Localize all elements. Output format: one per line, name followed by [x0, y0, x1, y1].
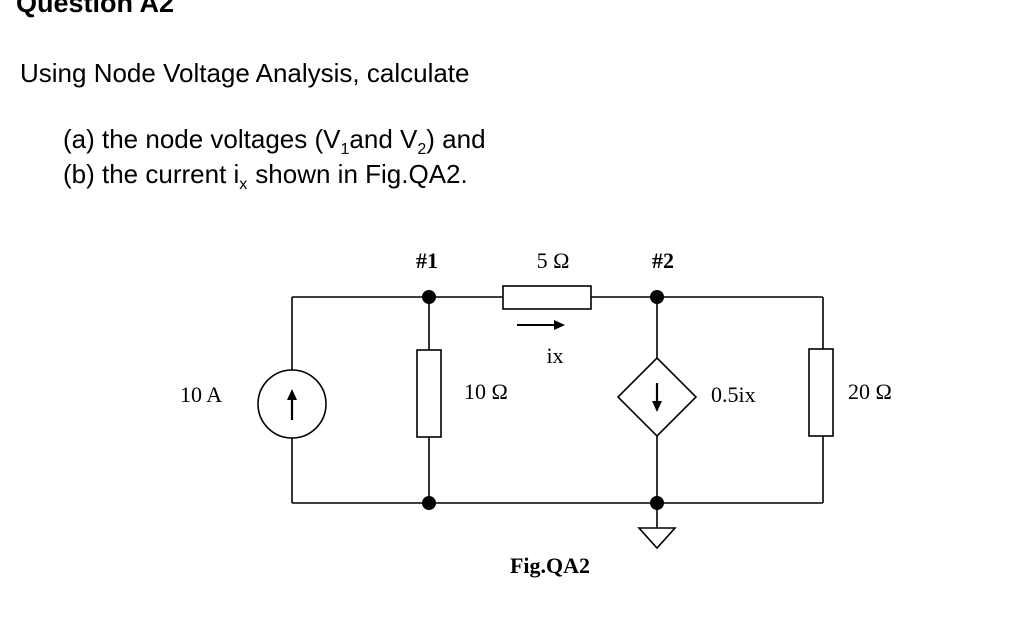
arrow-down-icon [652, 401, 662, 412]
node-1-dot [422, 290, 436, 304]
resistor-5-ohm-label: 5 Ω [537, 248, 570, 273]
current-source-10a [257, 369, 327, 439]
resistor-10-ohm-label: 10 Ω [464, 379, 508, 404]
arrow-up-icon [287, 389, 297, 400]
dependent-source-label: 0.5ix [711, 382, 756, 407]
current-ix-label: ix [546, 343, 563, 368]
current-direction-arrow [517, 320, 565, 330]
question-heading: Question A2 [16, 0, 175, 18]
question-part-a: (a) the node voltages (V1and V2) and [63, 124, 486, 159]
node-bottom-left-dot [422, 496, 436, 510]
dependent-current-source [616, 356, 698, 438]
source-10a-label: 10 A [180, 382, 222, 407]
resistor-20-ohm [808, 348, 834, 437]
ground-icon [637, 527, 677, 550]
node-2-label: #2 [652, 248, 674, 273]
node-2-dot [650, 290, 664, 304]
node-bottom-right-dot [650, 496, 664, 510]
resistor-10-ohm [416, 349, 442, 438]
resistor-5-ohm [502, 285, 592, 310]
figure-caption: Fig.QA2 [510, 553, 590, 578]
resistor-20-ohm-label: 20 Ω [848, 379, 892, 404]
question-intro: Using Node Voltage Analysis, calculate [20, 58, 470, 88]
arrow-right-icon [554, 320, 565, 330]
node-1-label: #1 [416, 248, 438, 273]
